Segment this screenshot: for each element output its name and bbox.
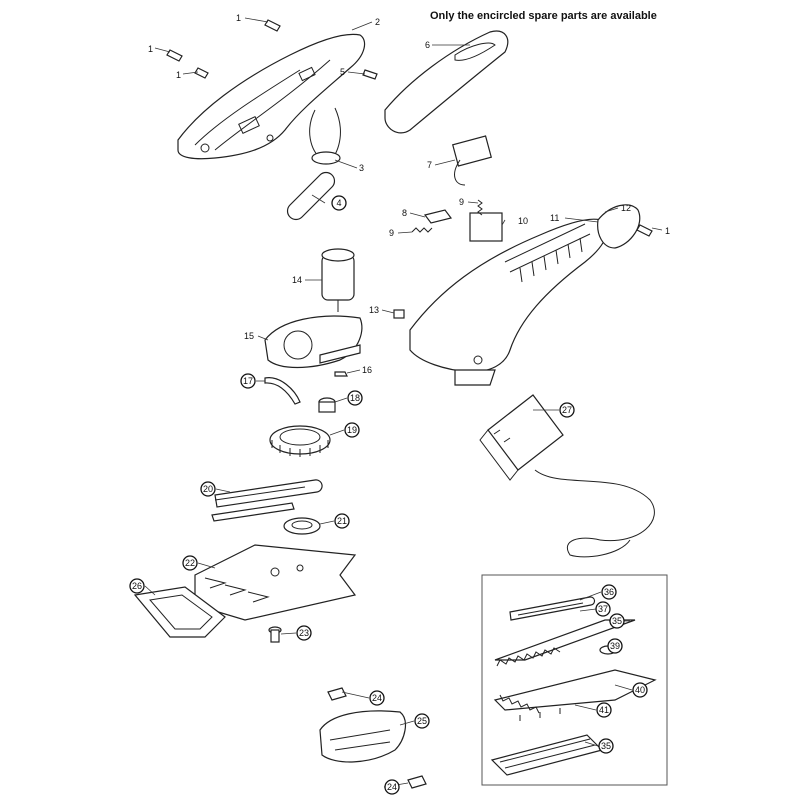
motor <box>321 248 355 312</box>
svg-text:36: 36 <box>604 587 614 597</box>
label-36-circle: 36 <box>601 584 617 600</box>
svg-text:22: 22 <box>185 558 195 568</box>
handle-cover <box>384 30 509 134</box>
label-11: 11 <box>550 213 559 223</box>
spring-part <box>264 377 301 405</box>
label-18-circle: 18 <box>347 390 363 406</box>
label-40-circle: 40 <box>632 682 648 698</box>
label-7: 7 <box>427 160 432 170</box>
svg-text:26: 26 <box>132 581 142 591</box>
svg-text:18: 18 <box>350 393 360 403</box>
shear-blade <box>194 544 357 621</box>
label-1: 1 <box>236 13 241 23</box>
svg-text:23: 23 <box>299 628 309 638</box>
svg-text:37: 37 <box>598 604 608 614</box>
svg-text:24: 24 <box>387 782 397 792</box>
label-22-circle: 22 <box>182 555 198 571</box>
svg-text:17: 17 <box>243 376 253 386</box>
bolt-part <box>268 626 282 643</box>
wire-assembly <box>309 107 341 165</box>
label-25-circle: 25 <box>414 713 430 729</box>
label-1: 1 <box>665 226 670 236</box>
main-handle-body <box>409 218 608 386</box>
bottom-plate <box>133 586 226 638</box>
screw-parts <box>166 19 653 237</box>
label-5: 5 <box>340 67 345 77</box>
slider-and-springs <box>411 199 503 242</box>
svg-text:4: 4 <box>336 198 341 208</box>
label-26-circle: 26 <box>129 578 145 594</box>
label-1: 1 <box>148 44 153 54</box>
leader-lines <box>144 17 663 788</box>
label-9: 9 <box>389 228 394 238</box>
svg-text:39: 39 <box>610 641 620 651</box>
label-8: 8 <box>402 208 407 218</box>
label-4-circle: 4 <box>331 195 347 211</box>
pin-part <box>334 371 348 377</box>
label-12: 12 <box>621 203 631 213</box>
label-15: 15 <box>244 331 254 341</box>
label-13: 13 <box>369 305 379 315</box>
svg-text:35: 35 <box>601 741 611 751</box>
eccentric-slider <box>283 517 321 535</box>
svg-text:40: 40 <box>635 685 645 695</box>
plain-part-labels: 1 1 1 1 2 3 5 6 7 8 9 9 10 11 12 13 14 1… <box>148 13 670 375</box>
label-14: 14 <box>292 275 302 285</box>
svg-text:20: 20 <box>203 484 213 494</box>
cam-part <box>318 397 336 413</box>
label-17-circle: 17 <box>240 373 256 389</box>
label-37-circle: 37 <box>595 601 611 617</box>
svg-text:25: 25 <box>417 716 427 726</box>
housing-half <box>177 33 366 160</box>
label-21-circle: 21 <box>334 513 350 529</box>
label-6: 6 <box>425 40 430 50</box>
label-1: 1 <box>176 70 181 80</box>
label-10: 10 <box>518 216 528 226</box>
label-39-circle: 39 <box>607 638 623 654</box>
svg-text:41: 41 <box>599 705 609 715</box>
charger-adapter <box>479 394 655 558</box>
svg-text:19: 19 <box>347 425 357 435</box>
label-19-circle: 19 <box>344 422 360 438</box>
svg-text:27: 27 <box>562 405 572 415</box>
svg-text:24: 24 <box>372 693 382 703</box>
label-20-circle: 20 <box>200 481 216 497</box>
shrub-blade-kit <box>490 596 657 776</box>
svg-text:35: 35 <box>612 616 622 626</box>
gear-housing <box>264 315 363 369</box>
availability-note: Only the encircled spare parts are avail… <box>430 10 657 22</box>
end-cap <box>597 204 641 249</box>
label-27-circle: 27 <box>559 402 575 418</box>
label-3: 3 <box>359 163 364 173</box>
label-2: 2 <box>375 17 380 27</box>
label-41-circle: 41 <box>596 702 612 718</box>
svg-text:21: 21 <box>337 516 347 526</box>
label-35-circle: 35 <box>598 738 614 754</box>
label-24-circle: 24 <box>369 690 385 706</box>
available-part-labels: 4 17 18 19 20 21 22 23 24 24 25 26 27 36… <box>129 195 648 795</box>
battery-pack <box>286 171 336 221</box>
label-35-circle: 35 <box>609 613 625 629</box>
blade-plate <box>211 479 323 522</box>
clip-part <box>393 309 405 319</box>
switch-unit <box>451 135 493 186</box>
label-16: 16 <box>362 365 372 375</box>
blade-cover <box>319 687 427 789</box>
label-23-circle: 23 <box>296 625 312 641</box>
label-9: 9 <box>459 197 464 207</box>
label-24-circle: 24 <box>384 779 400 795</box>
shrub-blade-kit-box <box>481 574 668 786</box>
gear-wheel <box>269 425 331 457</box>
